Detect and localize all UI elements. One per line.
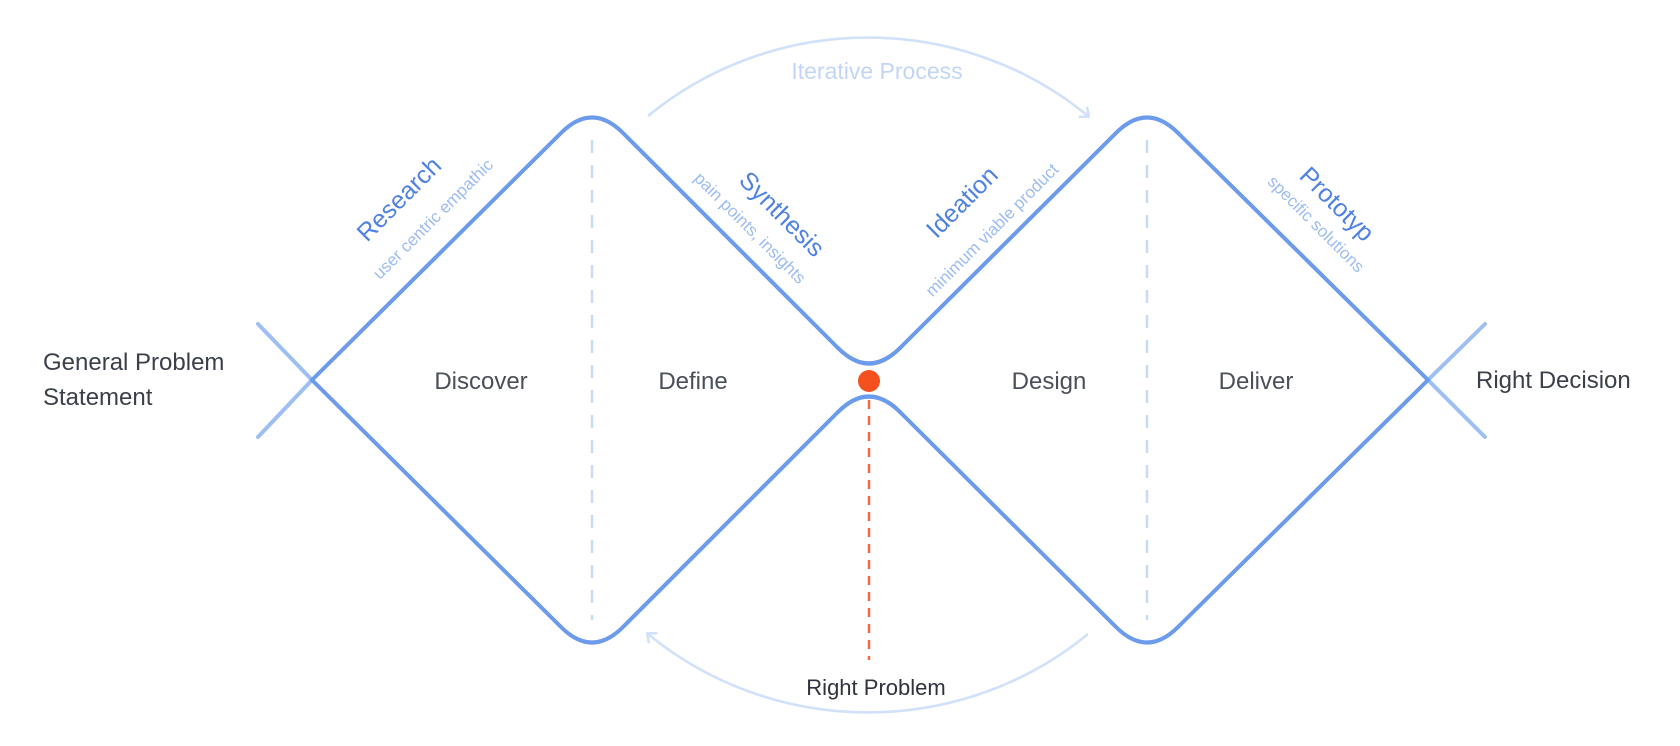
diamond-right (836, 115, 1430, 645)
phase-define: Define (658, 368, 727, 395)
phase-deliver: Deliver (1219, 368, 1294, 395)
phase-design: Design (1012, 368, 1087, 395)
end-cross (1426, 322, 1487, 439)
phase-discover: Discover (434, 368, 527, 395)
iterative-process-label: Iterative Process (791, 58, 962, 84)
iterative-arrow-bottom (648, 634, 1089, 714)
start-label-line1: General Problem (43, 349, 224, 376)
start-cross (256, 322, 314, 439)
end-label: Right Decision (1476, 367, 1631, 394)
right-problem-label: Right Problem (806, 675, 945, 700)
right-problem-marker (858, 370, 880, 392)
start-label-line2: Statement (43, 384, 153, 411)
iterative-arrow-top (647, 36, 1088, 116)
